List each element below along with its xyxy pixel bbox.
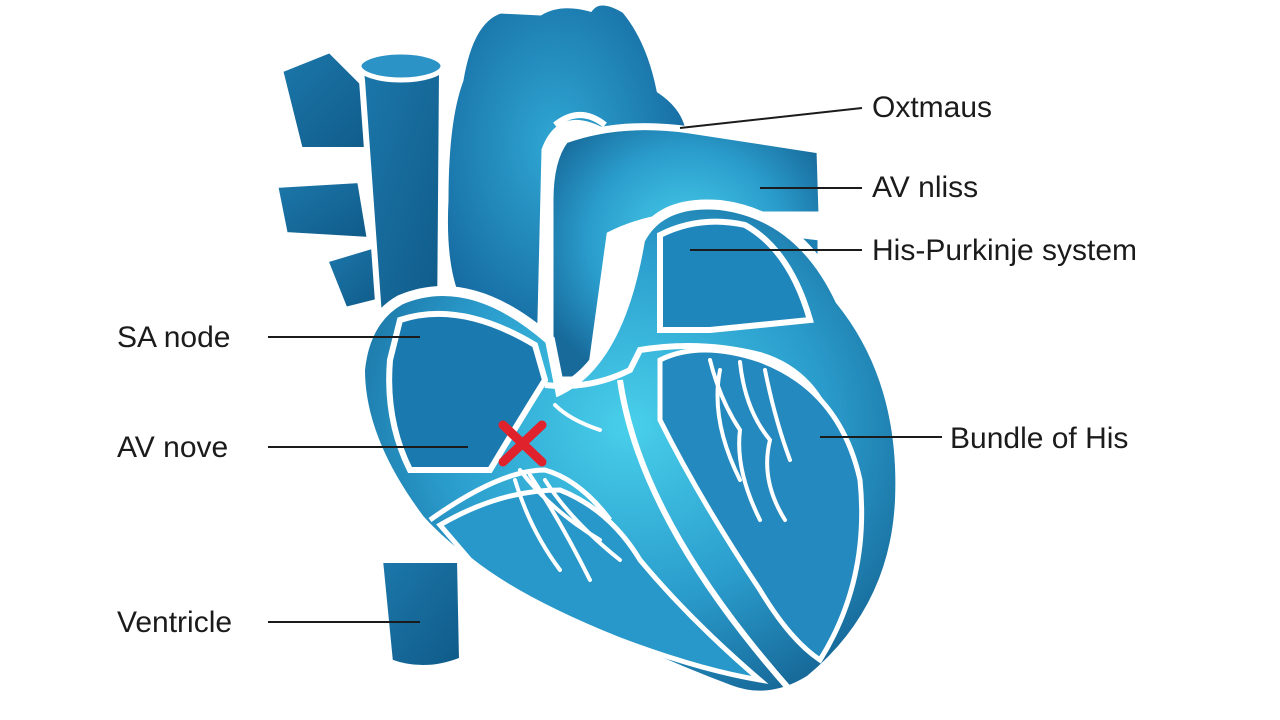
- leader-lines: [268, 107, 942, 623]
- label-av-nove: AV nove: [117, 431, 229, 464]
- label-his-purkinje-system: His-Purkinje system: [872, 234, 1138, 267]
- purkinje-fibres: [513, 358, 792, 582]
- label-sa-node: SA node: [117, 321, 231, 354]
- inferior-vena-cava: [376, 557, 466, 672]
- left-pulmonary-vessels: [271, 46, 389, 314]
- aorta: [440, 0, 694, 366]
- label-av-nliss: AV nliss: [872, 171, 979, 204]
- red-x-marker-icon: [498, 420, 547, 467]
- leader-line-oxtmaus: [679, 107, 863, 129]
- label-oxtmaus: Oxtmaus: [872, 91, 993, 124]
- label-ventricle: Ventricle: [117, 606, 233, 639]
- label-bundle-of-his: Bundle of His: [950, 422, 1129, 455]
- superior-vena-cava: [356, 49, 446, 333]
